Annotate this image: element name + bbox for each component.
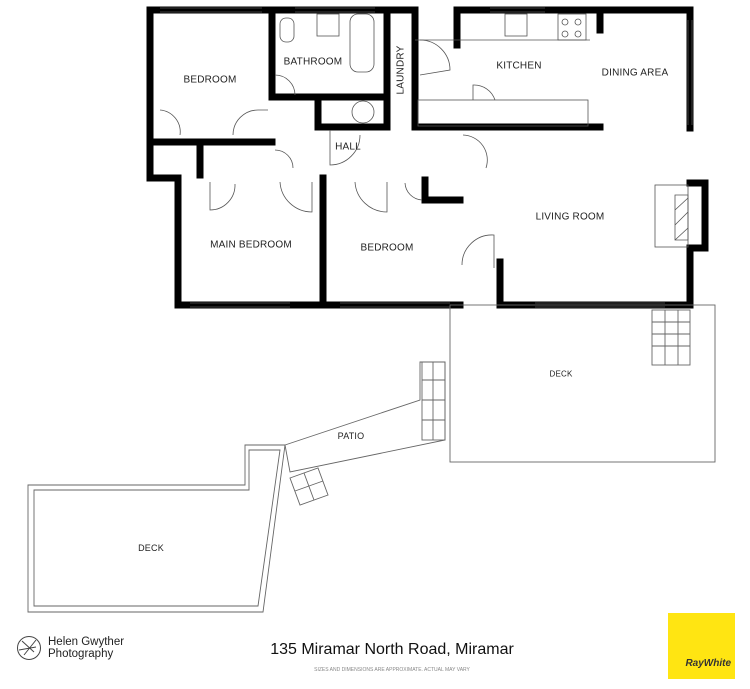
room-label-bedroom-2: BEDROOM xyxy=(360,242,414,254)
walls xyxy=(146,6,709,309)
agency-name: RayWhite xyxy=(685,658,731,669)
room-label-bathroom: BATHROOM xyxy=(283,56,343,68)
room-label-bedroom: BEDROOM xyxy=(183,74,237,86)
deck-right-outline xyxy=(449,304,716,463)
room-label-dining: DINING AREA xyxy=(601,67,669,79)
photographer-line-1: Helen Gwyther xyxy=(48,636,125,648)
property-address: 135 Miramar North Road, Miramar xyxy=(270,641,514,658)
photographer-logo xyxy=(17,636,41,660)
disclaimer: SIZES AND DIMENSIONS ARE APPROXIMATE. AC… xyxy=(314,667,470,673)
room-label-hall: HALL xyxy=(335,141,361,153)
photographer-line-2: Photography xyxy=(48,648,114,660)
outdoor xyxy=(27,304,716,613)
deck-left-outline xyxy=(27,444,286,613)
room-label-main-bedroom: MAIN BEDROOM xyxy=(210,239,292,251)
room-label-living: LIVING ROOM xyxy=(535,211,605,223)
fixtures xyxy=(159,7,693,308)
room-label-deck-right: DECK xyxy=(549,369,573,379)
room-label-kitchen: KITCHEN xyxy=(496,60,542,72)
room-label-deck-left: DECK xyxy=(138,543,164,553)
room-label-laundry: LAUNDRY xyxy=(395,45,407,95)
patio-outline xyxy=(284,361,446,473)
agency-logo: RayWhite xyxy=(668,613,735,679)
photographer-name: Helen Gwyther Photography xyxy=(48,636,124,660)
room-label-patio: PATIO xyxy=(337,431,365,441)
